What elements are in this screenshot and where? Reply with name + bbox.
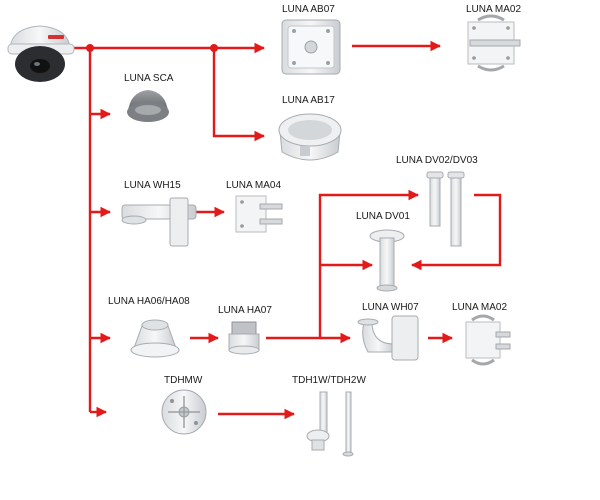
junction-dots [86,44,218,52]
label-ha07: LUNA HA07 [218,305,272,316]
label-ma04: LUNA MA04 [226,180,281,191]
labels: LUNA AB07 LUNA MA02 LUNA SCA LUNA AB17 L… [108,4,521,386]
label-tdh1w2w: TDH1W/TDH2W [292,375,366,386]
adapter-ring-icon [228,321,260,355]
junction-dot [210,44,218,52]
label-ha0608: LUNA HA06/HA08 [108,296,190,307]
label-tdhmw: TDHMW [164,375,203,386]
label-ma02-top: LUNA MA02 [466,4,521,15]
connector-splitter-dv0203 [318,189,420,338]
ceiling-pole-mount-icon [306,391,354,457]
label-ab17: LUNA AB17 [282,95,335,106]
adapter-plate-icon [130,319,180,358]
pendant-mount-icon [369,229,405,292]
wall-bracket-icon [357,315,419,361]
smoked-cover-icon [127,90,169,122]
pole-mount-adapter-icon [235,195,283,233]
junction-box-round-icon [278,113,342,161]
junction-box-icon [281,19,341,75]
connectors [72,40,502,420]
connector-dv0203-dv01 [410,193,502,271]
label-wh15: LUNA WH15 [124,180,181,191]
pole-mount-adapter-icon [467,14,521,72]
label-ab07: LUNA AB07 [282,4,335,15]
label-wh07: LUNA WH07 [362,302,419,313]
label-dv01: LUNA DV01 [356,211,410,222]
wall-bracket-icon [121,197,197,247]
pole-mount-adapter-icon [465,314,511,366]
mounting-plate-icon [161,389,207,435]
label-dv0203: LUNA DV02/DV03 [396,155,478,166]
junction-dot [86,44,94,52]
extension-pole-icon [426,171,465,247]
dome-camera-icon [7,25,75,82]
connector-camera-ab17 [212,48,266,142]
label-sca: LUNA SCA [124,73,174,84]
label-ma02-bottom: LUNA MA02 [452,302,507,313]
